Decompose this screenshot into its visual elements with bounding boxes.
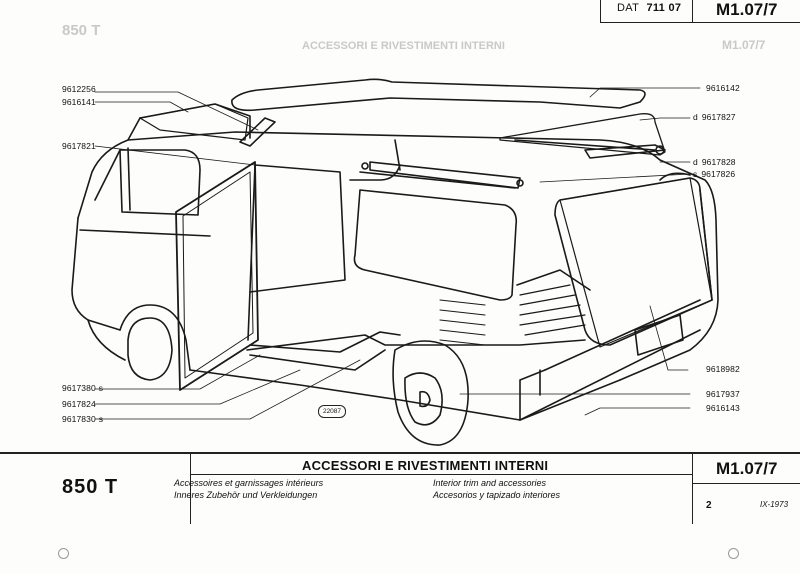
- footer-divider-left: [190, 454, 191, 524]
- subtitle-es: Accesorios y tapizado interiores: [433, 490, 561, 500]
- roof-panel: [231, 78, 646, 112]
- callout-9617937: 9617937: [706, 389, 740, 399]
- header-divider-2: [692, 0, 693, 22]
- subtitle-de: Inneres Zubehör und Verkleidungen: [174, 490, 318, 500]
- footer-title: ACCESSORI E RIVESTIMENTI INTERNI: [302, 458, 549, 473]
- ghost-title: ACCESSORI E RIVESTIMENTI INTERNI: [302, 40, 505, 52]
- dat-reference: DAT 711 07: [617, 2, 681, 14]
- dat-number: 711 07: [646, 2, 682, 14]
- callout-9616143: 9616143: [706, 403, 740, 413]
- callout-suffix: s: [98, 383, 104, 393]
- leader-lines-left: [94, 91, 361, 420]
- footer-code: M1.07/7: [716, 459, 778, 478]
- callout-suffix: s: [693, 169, 698, 179]
- footer-model: 850 T: [62, 476, 119, 498]
- subtitle-fr: Accessoires et garnissages intérieurs: [174, 478, 324, 488]
- footer-divider-right: [692, 454, 693, 524]
- callout-suffix: d: [693, 112, 698, 122]
- callout-number: 9616141: [62, 97, 96, 107]
- callout-number: 9617828: [701, 157, 736, 167]
- header-divider-1: [600, 0, 601, 22]
- callout-number: 9617824: [62, 399, 96, 409]
- ghost-code: M1.07/7: [722, 38, 766, 52]
- callout-9612256: 9612256: [62, 84, 96, 94]
- page-number: 2: [706, 500, 712, 511]
- callout-9617821: 9617821: [62, 141, 96, 151]
- footer-title-rule: [190, 474, 692, 475]
- callout-number: 9617826: [701, 169, 736, 179]
- callout-number: 9617830: [62, 414, 96, 424]
- issue-date: IX-1973: [760, 500, 789, 509]
- subtitle-en: Interior trim and accessories: [433, 478, 547, 488]
- callout-number: 9616143: [706, 403, 740, 413]
- door-trim-panel: [175, 161, 259, 391]
- roof-rail-left: [239, 117, 276, 147]
- punch-hole-right: [728, 548, 739, 559]
- drawing-reference: 22087: [318, 405, 346, 418]
- rear-side-panel: [559, 177, 713, 348]
- callout-number: 9616142: [706, 83, 740, 93]
- callout-9618982: 9618982: [706, 364, 740, 374]
- footer-code-rule: [692, 483, 800, 484]
- callout-number: 9617821: [62, 141, 96, 151]
- callout-number: 9617380: [62, 383, 96, 393]
- punch-hole-left: [58, 548, 69, 559]
- roof-rail-middle: [359, 161, 524, 189]
- roof-rail-right: [584, 144, 666, 159]
- cab-roof-panel: [139, 103, 249, 141]
- callout-9617824: 9617824: [62, 399, 96, 409]
- leader-lines-right: [459, 87, 701, 416]
- van-body: [71, 103, 719, 446]
- header-rule: [600, 22, 800, 23]
- header-code: M1.07/7: [716, 0, 778, 19]
- callout-9616141: 9616141: [62, 97, 96, 107]
- ghost-model: 850 T: [62, 22, 101, 39]
- callout-number: 9617937: [706, 389, 740, 399]
- callout-suffix: d: [693, 157, 698, 167]
- callout-number: 9617827: [701, 112, 736, 122]
- callout-number: 9612256: [62, 84, 96, 94]
- dat-label: DAT: [617, 2, 640, 14]
- callout-number: 9618982: [706, 364, 740, 374]
- callout-9616142: 9616142: [706, 83, 740, 93]
- callout-suffix: s: [98, 414, 104, 424]
- footer-top-rule: [0, 452, 800, 454]
